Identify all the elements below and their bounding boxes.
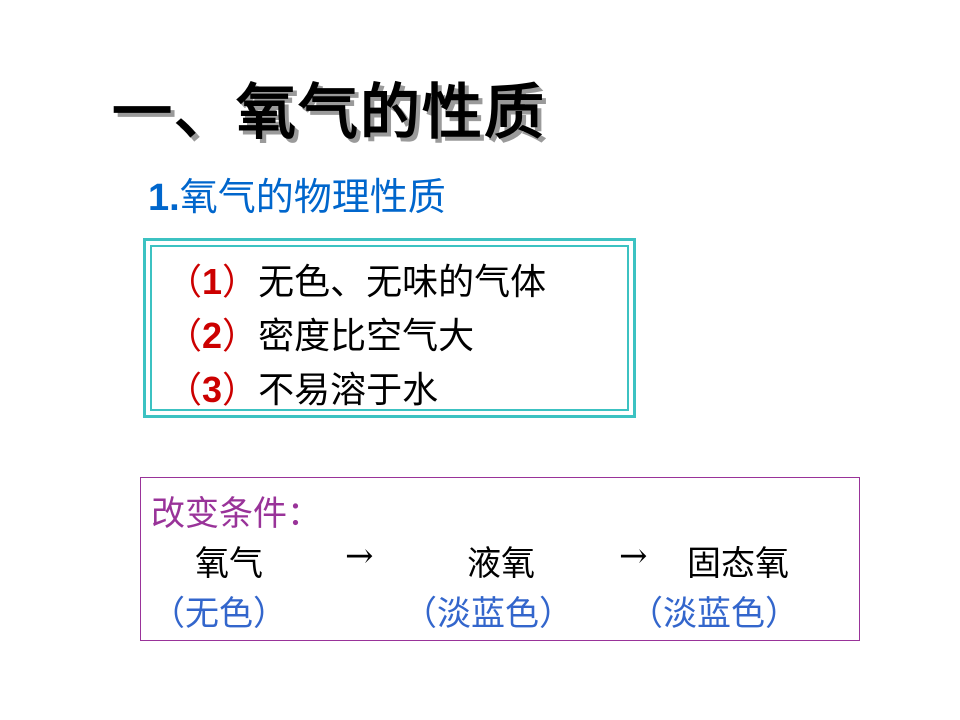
property-number: 3 (202, 369, 223, 410)
state-oxygen-gas: 氧气 (195, 544, 263, 584)
property-line-2: （2）密度比空气大 (166, 315, 475, 357)
state-liquid-oxygen: 液氧 (467, 544, 535, 584)
physical-properties-box: （1）无色、无味的气体 （2）密度比空气大 （3）不易溶于水 (143, 238, 636, 418)
page-title: 一、氧气的性质 (112, 78, 546, 148)
color-solid-oxygen: （淡蓝色） (629, 594, 799, 634)
properties-inner-border (150, 245, 629, 411)
section-number: 1. (148, 177, 180, 219)
property-number: 1 (202, 261, 223, 302)
property-number: 2 (202, 315, 223, 356)
section-heading: 1.氧气的物理性质 (148, 166, 446, 221)
color-oxygen-gas: （无色） (151, 594, 287, 634)
arrow-1: → (345, 536, 374, 576)
conditions-label: 改变条件： (151, 494, 321, 534)
state-change-box: 改变条件： 氧气 → 液氧 → 固态氧 （无色） （淡蓝色） （淡蓝色） (140, 477, 860, 641)
section-title: 氧气的物理性质 (179, 175, 446, 219)
property-text: 密度比空气大 (258, 316, 475, 357)
property-line-3: （3）不易溶于水 (166, 369, 439, 411)
arrow-2: → (619, 536, 648, 576)
property-text: 不易溶于水 (258, 370, 439, 411)
property-line-1: （1）无色、无味的气体 (166, 261, 547, 303)
color-liquid-oxygen: （淡蓝色） (403, 594, 573, 634)
state-solid-oxygen: 固态氧 (687, 544, 789, 584)
property-text: 无色、无味的气体 (258, 262, 547, 303)
